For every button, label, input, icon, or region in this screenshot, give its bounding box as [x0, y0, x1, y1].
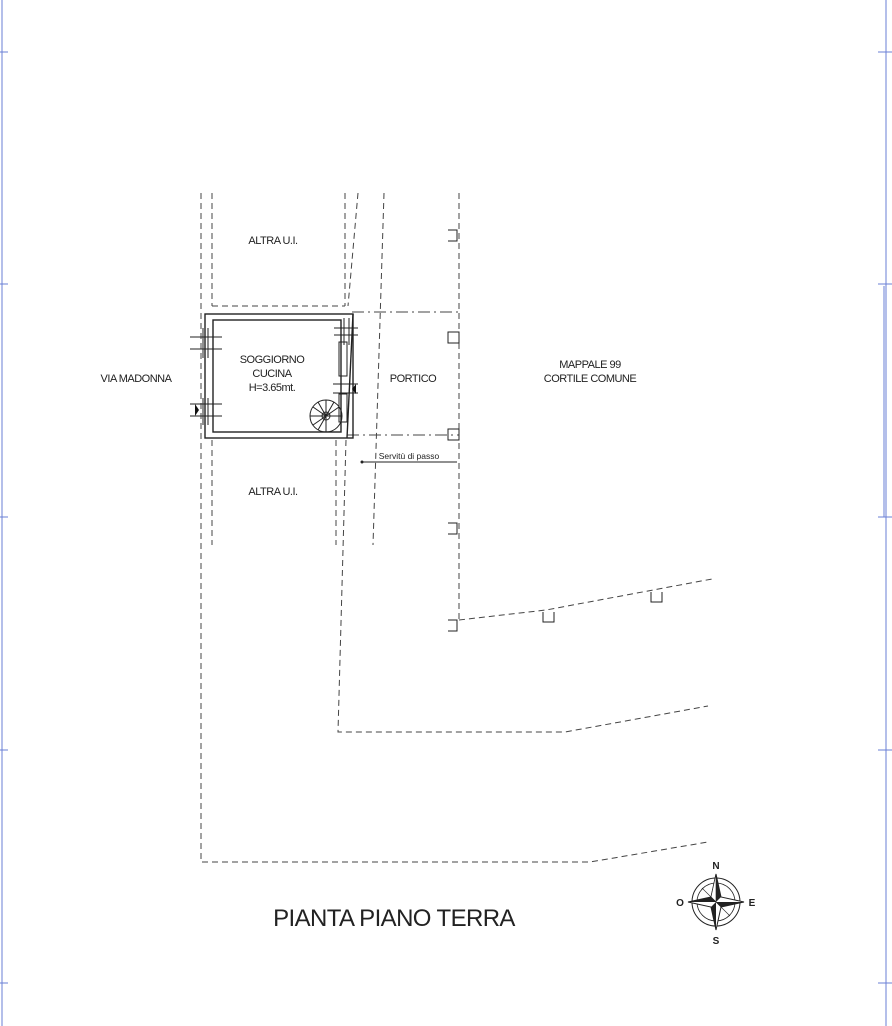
- label-room-cucina: CUCINA: [252, 368, 292, 380]
- label-portico: PORTICO: [390, 373, 437, 385]
- label-servitu-di-passo: Servitù di passo: [379, 451, 440, 461]
- label-mappale: MAPPALE 99: [559, 359, 621, 371]
- spiral-staircase: [309, 399, 343, 433]
- drawing-title: PIANTA PIANO TERRA: [273, 905, 515, 932]
- compass-north-label: N: [712, 861, 719, 872]
- label-altra-ui-bottom: ALTRA U.I.: [248, 486, 298, 498]
- label-via-madonna: VIA MADONNA: [101, 373, 173, 385]
- label-cortile-comune: CORTILE COMUNE: [544, 373, 637, 385]
- pillar-markers: [447, 229, 663, 632]
- label-room-soggiorno: SOGGIORNO: [240, 354, 306, 366]
- label-altra-ui-top: ALTRA U.I.: [248, 235, 298, 247]
- compass-rose-icon: [687, 873, 745, 931]
- compass-east-label: E: [749, 898, 756, 909]
- compass-west-label: O: [676, 898, 684, 909]
- compass-south-label: S: [713, 936, 720, 947]
- label-room-height: H=3.65mt.: [249, 382, 296, 394]
- property-lines: [200, 192, 713, 863]
- openings: [190, 318, 358, 425]
- servitu-leader: [360, 460, 457, 464]
